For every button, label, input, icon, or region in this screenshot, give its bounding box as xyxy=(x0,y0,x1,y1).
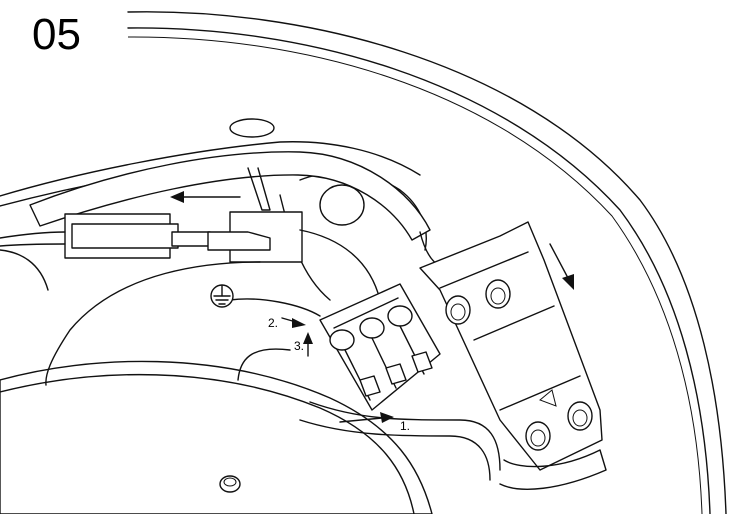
callout-2: 2. xyxy=(268,316,278,330)
wire-loop xyxy=(299,401,501,481)
arrow-right-icon xyxy=(281,317,306,328)
callout-3: 3. xyxy=(294,339,304,353)
push-in-terminal xyxy=(319,283,441,411)
step-number: 05 xyxy=(32,10,81,59)
housing-rim xyxy=(127,11,727,515)
wires xyxy=(45,229,441,386)
plug-connector xyxy=(0,211,303,263)
callout-1: 1. xyxy=(400,419,410,433)
lamp-module-disc xyxy=(0,360,433,515)
arrow-push-icon xyxy=(339,412,394,423)
arrow-left-icon xyxy=(170,191,241,203)
arrow-down-icon xyxy=(549,243,574,290)
ground-symbol-icon xyxy=(210,284,234,308)
arrow-up-icon xyxy=(303,332,313,357)
terminal-block-right xyxy=(419,221,607,490)
cable-grommet xyxy=(229,118,427,301)
